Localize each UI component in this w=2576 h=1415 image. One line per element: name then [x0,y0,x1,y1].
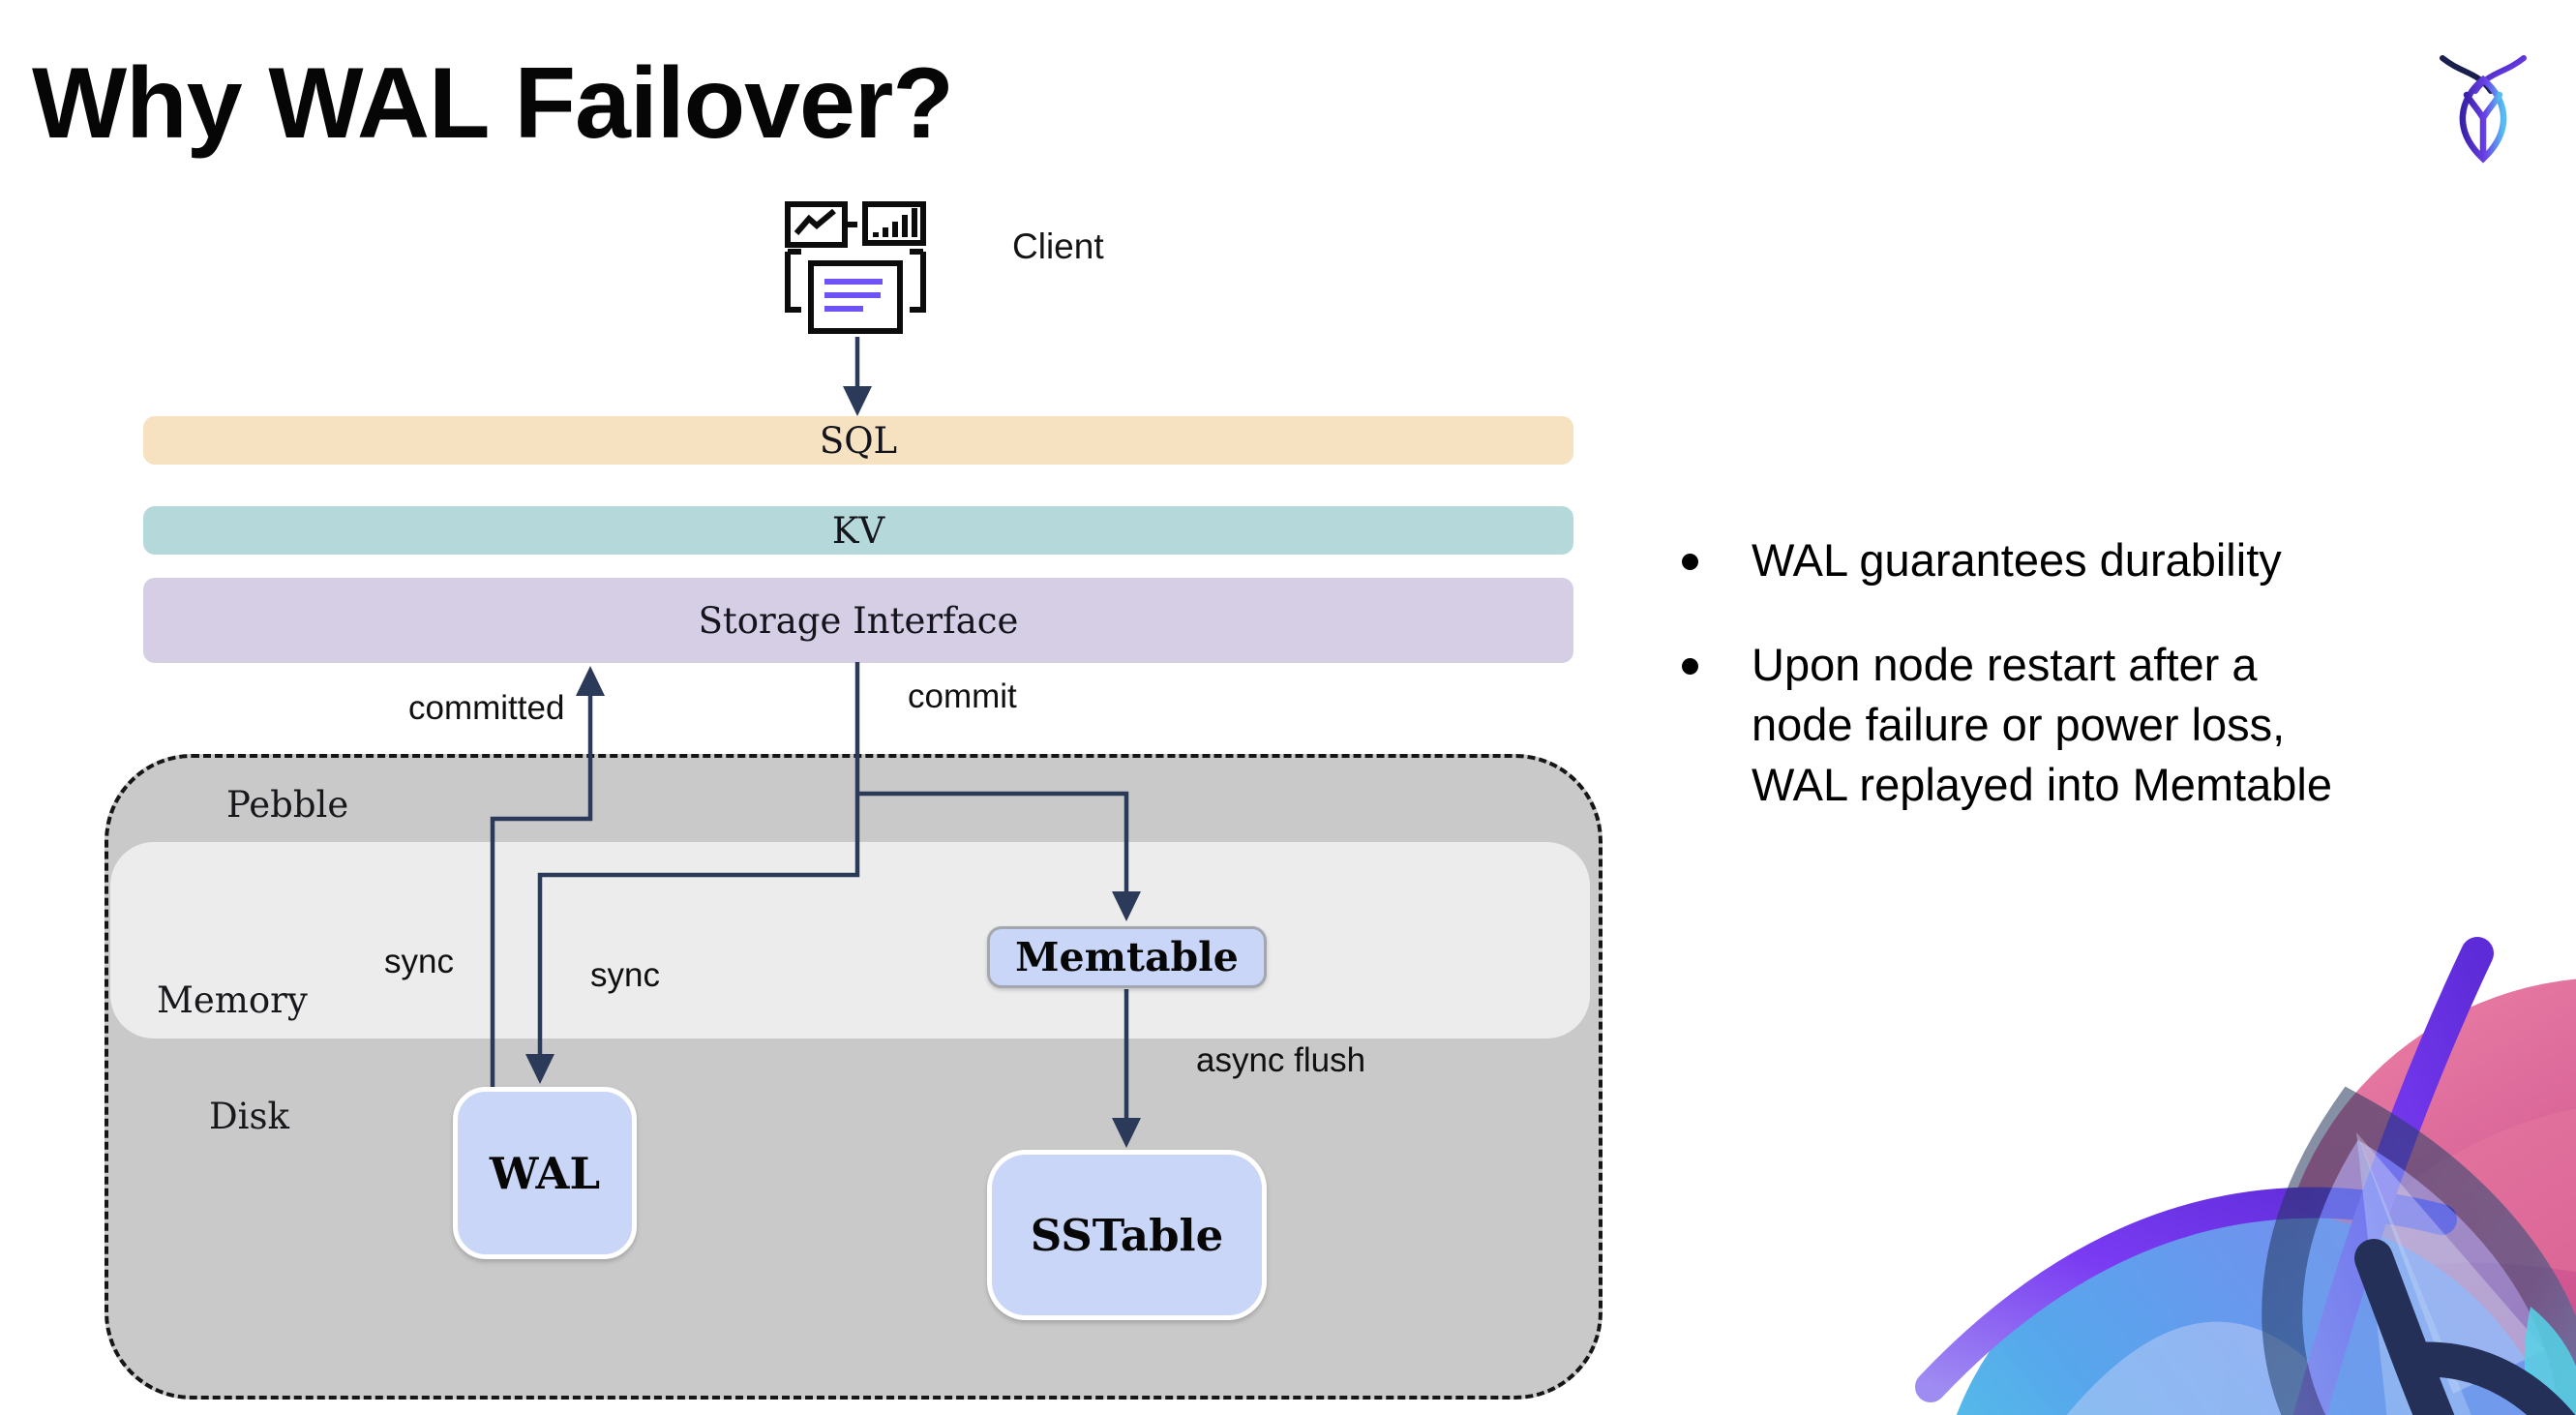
commit-edge-label: commit [908,677,1017,715]
memtable-box: Memtable [987,926,1267,988]
arrowhead-committed [576,666,605,696]
page-title: Why WAL Failover? [32,47,954,160]
sync-right-edge-label: sync [590,956,660,994]
bullet-dot [1682,554,1698,570]
layer-label-sql: SQL [819,419,898,462]
disk-label: Disk [209,1096,289,1137]
committed-edge-label: committed [408,689,565,727]
cockroachdb-decorative-art [1915,937,2576,1415]
bullet-text: Upon node restart after a node failure o… [1752,639,2332,810]
bullet-list: WAL guarantees durability Upon node rest… [1682,530,2553,859]
layer-label-kv: KV [831,509,885,552]
bar-chart-icon [862,201,926,246]
bullet-item: Upon node restart after a node failure o… [1682,635,2553,815]
cockroachdb-logo-icon [2440,55,2527,164]
sstable-label: SSTable [1030,1209,1224,1261]
layer-bar-kv: KV [143,506,1573,555]
layer-bar-sql: SQL [143,416,1573,465]
wal-box: WAL [453,1087,637,1259]
dash-connector [848,222,857,227]
line-chart-icon [785,201,848,248]
document-icon [785,249,926,334]
layer-label-storage-interface: Storage Interface [698,599,1019,642]
async-flush-edge-label: async flush [1196,1041,1366,1079]
client-monitors-icon [785,201,926,334]
sync-left-edge-label: sync [384,943,454,980]
sstable-box: SSTable [987,1150,1267,1320]
bullet-item: WAL guarantees durability [1682,530,2553,590]
client-label: Client [1012,226,1104,266]
bullet-text: WAL guarantees durability [1752,534,2282,586]
memory-region [110,842,1590,1039]
memory-label: Memory [157,979,308,1021]
bullet-dot [1682,658,1698,675]
layer-bar-storage-interface: Storage Interface [143,578,1573,663]
pebble-label: Pebble [226,784,349,826]
wal-label: WAL [489,1147,601,1199]
arrowhead-client [843,386,872,416]
memtable-label: Memtable [1015,934,1239,980]
